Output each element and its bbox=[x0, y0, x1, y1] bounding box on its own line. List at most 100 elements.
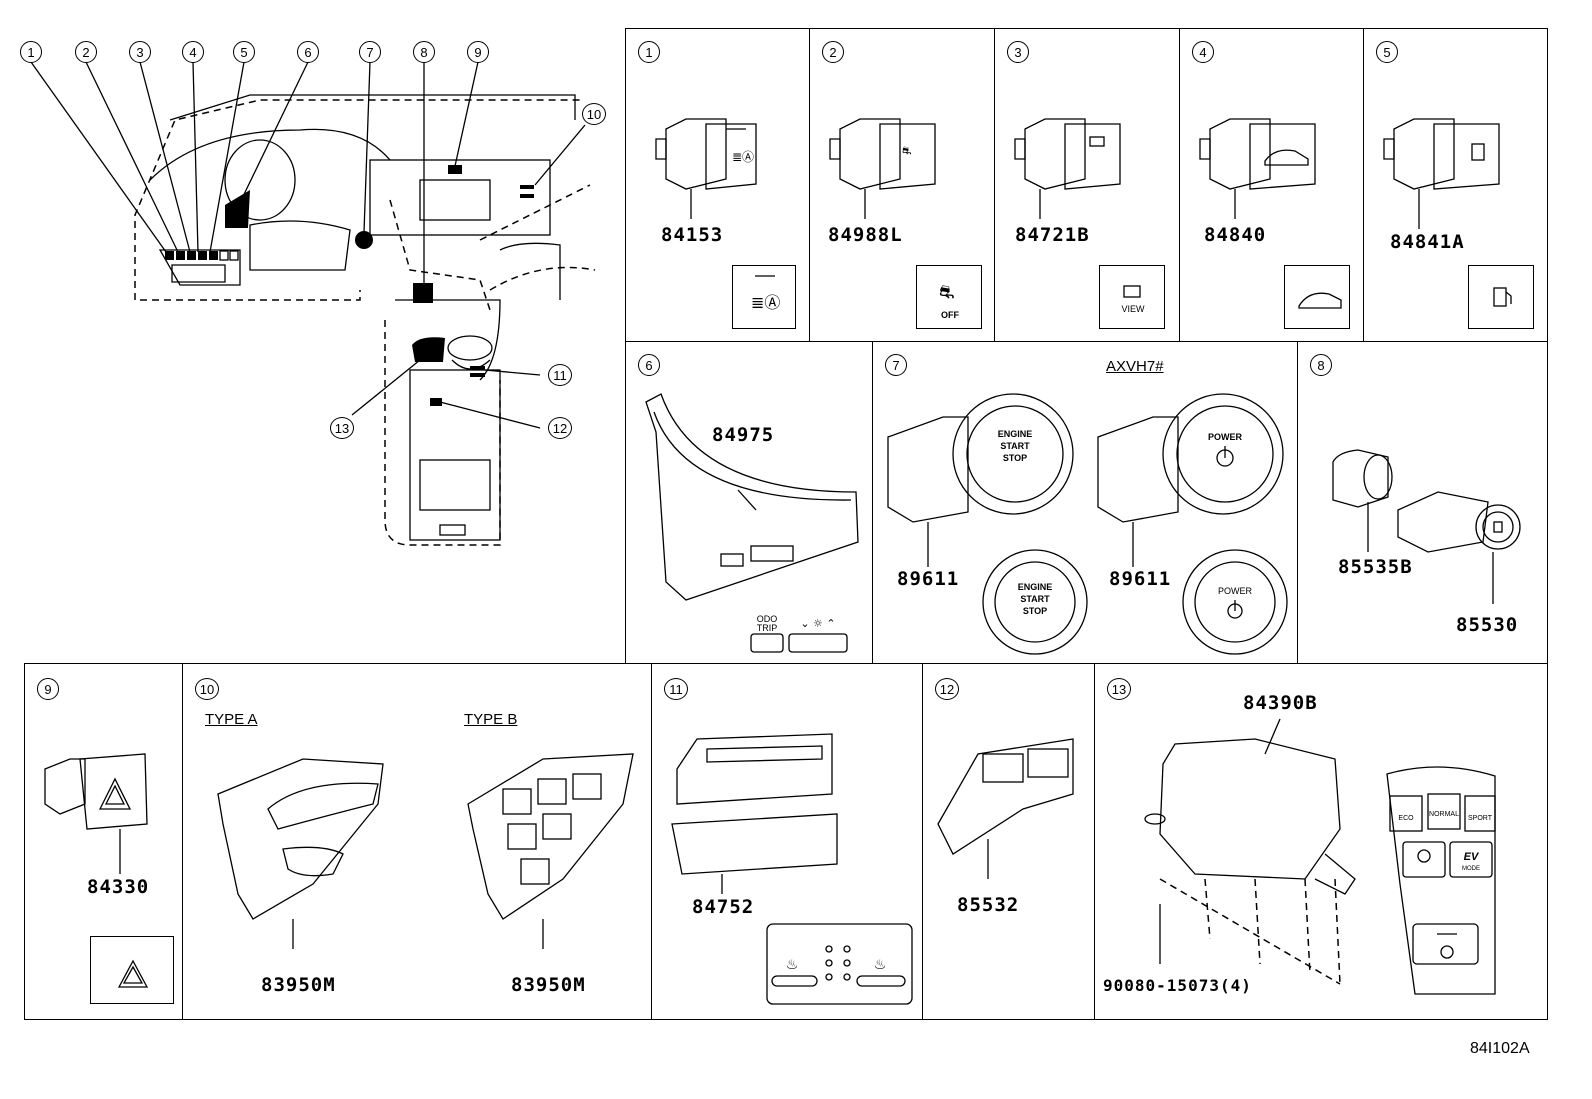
overview-diagram: 1 2 3 4 5 6 7 8 9 10 11 12 13 bbox=[0, 0, 620, 560]
part-number: 84975 bbox=[712, 424, 775, 446]
svg-text:POWER: POWER bbox=[1208, 432, 1243, 442]
panel-number: 10 bbox=[195, 678, 219, 700]
panel-11: 11 ♨ ♨ 84752 bbox=[651, 663, 923, 1020]
svg-text:START: START bbox=[1000, 441, 1030, 451]
panel-number: 2 bbox=[822, 41, 844, 63]
panel-13: 13 84390B ECO NORMAL SPORT EV MODE 90080… bbox=[1094, 663, 1548, 1020]
switch-illustration: ≣Ⓐ bbox=[655, 118, 757, 219]
svg-text:NORMAL: NORMAL bbox=[1429, 811, 1459, 818]
switch-illustration: ⛐ bbox=[829, 118, 936, 219]
part-number-right: 89611 bbox=[1109, 568, 1172, 590]
panel-6: 6 84975 ODO TRIP ⌄ ☼ ⌃ bbox=[625, 341, 873, 664]
svg-text:MODE: MODE bbox=[1462, 866, 1480, 872]
usb-charger-illustration bbox=[937, 738, 1074, 879]
svg-text:SPORT: SPORT bbox=[1468, 815, 1493, 822]
part-number-type-b: 83950M bbox=[511, 974, 586, 996]
panel-7: 7 AXVH7# ENGINE START STOP ENGINE START … bbox=[872, 341, 1298, 664]
part-number: 84752 bbox=[692, 896, 755, 918]
svg-text:ECO: ECO bbox=[1398, 815, 1414, 822]
callout-12: 12 bbox=[548, 417, 572, 439]
push-start-illustration: ENGINE START STOP ENGINE START STOP POWE… bbox=[887, 393, 1288, 655]
panel-number: 5 bbox=[1376, 41, 1398, 63]
part-number: 84153 bbox=[661, 224, 724, 246]
svg-text:POWER: POWER bbox=[1218, 586, 1253, 596]
svg-text:♨: ♨ bbox=[786, 957, 799, 973]
panel-number: 4 bbox=[1192, 41, 1214, 63]
switch-illustration bbox=[1014, 118, 1121, 219]
svg-text:≣Ⓐ: ≣Ⓐ bbox=[732, 150, 754, 164]
panel-number: 3 bbox=[1007, 41, 1029, 63]
svg-text:♨: ♨ bbox=[874, 957, 887, 973]
panel-1: 1 ≣Ⓐ 84153 ≣Ⓐ bbox=[625, 28, 810, 342]
panel-number: 13 bbox=[1107, 678, 1131, 700]
svg-text:TRIP: TRIP bbox=[757, 623, 778, 633]
part-number-1: 85535B bbox=[1338, 556, 1413, 578]
callout-1: 1 bbox=[20, 41, 42, 63]
panel-number: 9 bbox=[37, 678, 59, 700]
callout-11: 11 bbox=[548, 364, 572, 386]
panel-3: 3 84721B VIEW bbox=[994, 28, 1180, 342]
part-number-type-a: 83950M bbox=[261, 974, 336, 996]
svg-text:⌄ ☼ ⌃: ⌄ ☼ ⌃ bbox=[800, 617, 835, 630]
panel-5: 5 84841A bbox=[1363, 28, 1548, 342]
overhead-switch-illustration bbox=[217, 753, 634, 949]
part-number-2: 85530 bbox=[1456, 614, 1519, 636]
switch-illustration bbox=[1383, 118, 1500, 229]
part-number: 84721B bbox=[1015, 224, 1090, 246]
panel-number: 12 bbox=[935, 678, 959, 700]
svg-text:ENGINE: ENGINE bbox=[1018, 582, 1053, 592]
type-a-label: TYPE A bbox=[205, 711, 258, 728]
auto-headlight-icon: ≣Ⓐ bbox=[732, 265, 796, 329]
part-number: 85532 bbox=[957, 894, 1020, 916]
svg-text:⛐: ⛐ bbox=[902, 144, 912, 157]
drive-mode-switch-illustration: ECO NORMAL SPORT EV MODE bbox=[1144, 718, 1496, 995]
callout-3: 3 bbox=[129, 41, 151, 63]
panel-4: 4 84840 bbox=[1179, 28, 1364, 342]
callout-2: 2 bbox=[75, 41, 97, 63]
part-number: 84330 bbox=[87, 876, 150, 898]
panel-number: 1 bbox=[638, 41, 660, 63]
diagram-reference: 84I102A bbox=[1470, 1040, 1530, 1057]
svg-text:START: START bbox=[1020, 594, 1050, 604]
usb-port-illustration bbox=[1332, 449, 1521, 604]
callout-9: 9 bbox=[467, 41, 489, 63]
svg-text:STOP: STOP bbox=[1003, 453, 1027, 463]
cluster-panel-illustration bbox=[645, 393, 859, 601]
panel-8: 8 85535B 85530 bbox=[1297, 341, 1548, 664]
view-label: VIEW bbox=[1121, 304, 1145, 314]
camera-view-icon: VIEW bbox=[1099, 265, 1165, 329]
panel-12: 12 85532 bbox=[922, 663, 1095, 1020]
odo-trip-button: ODO TRIP ⌄ ☼ ⌃ bbox=[750, 614, 848, 653]
type-b-label: TYPE B bbox=[464, 711, 518, 728]
svg-text:STOP: STOP bbox=[1023, 606, 1047, 616]
switch-illustration bbox=[1199, 118, 1316, 219]
svg-text:ODO: ODO bbox=[757, 614, 778, 624]
callout-13: 13 bbox=[330, 417, 354, 439]
callout-7: 7 bbox=[359, 41, 381, 63]
part-number: 84988L bbox=[828, 224, 903, 246]
hazard-switch-illustration bbox=[44, 753, 148, 874]
screw-part-number: 90080-15073(4) bbox=[1103, 976, 1252, 995]
part-number-left: 89611 bbox=[897, 568, 960, 590]
part-number: 84390B bbox=[1243, 692, 1318, 714]
part-number: 84840 bbox=[1204, 224, 1267, 246]
callout-5: 5 bbox=[233, 41, 255, 63]
variant-label: AXVH7# bbox=[1106, 358, 1164, 375]
panel-10: 10 TYPE A TYPE B 83950M 83950M bbox=[182, 663, 652, 1020]
svg-text:ENGINE: ENGINE bbox=[998, 429, 1033, 439]
hazard-icon bbox=[90, 936, 174, 1004]
callout-8: 8 bbox=[413, 41, 435, 63]
svg-text:EV: EV bbox=[1464, 851, 1480, 863]
traction-control-off-icon: ⛐OFF bbox=[916, 265, 982, 329]
panel-number: 11 bbox=[664, 678, 688, 700]
dashboard-illustration bbox=[30, 61, 596, 546]
svg-text:≣Ⓐ: ≣Ⓐ bbox=[751, 293, 780, 312]
callout-6: 6 bbox=[297, 41, 319, 63]
panel-number: 6 bbox=[638, 354, 660, 376]
part-number: 84841A bbox=[1390, 231, 1465, 253]
seat-heater-switch-illustration: ♨ ♨ bbox=[671, 733, 913, 1005]
panel-number: 7 bbox=[885, 354, 907, 376]
callout-4: 4 bbox=[182, 41, 204, 63]
trunk-open-icon bbox=[1284, 265, 1350, 329]
svg-text:⛐: ⛐ bbox=[939, 282, 955, 303]
